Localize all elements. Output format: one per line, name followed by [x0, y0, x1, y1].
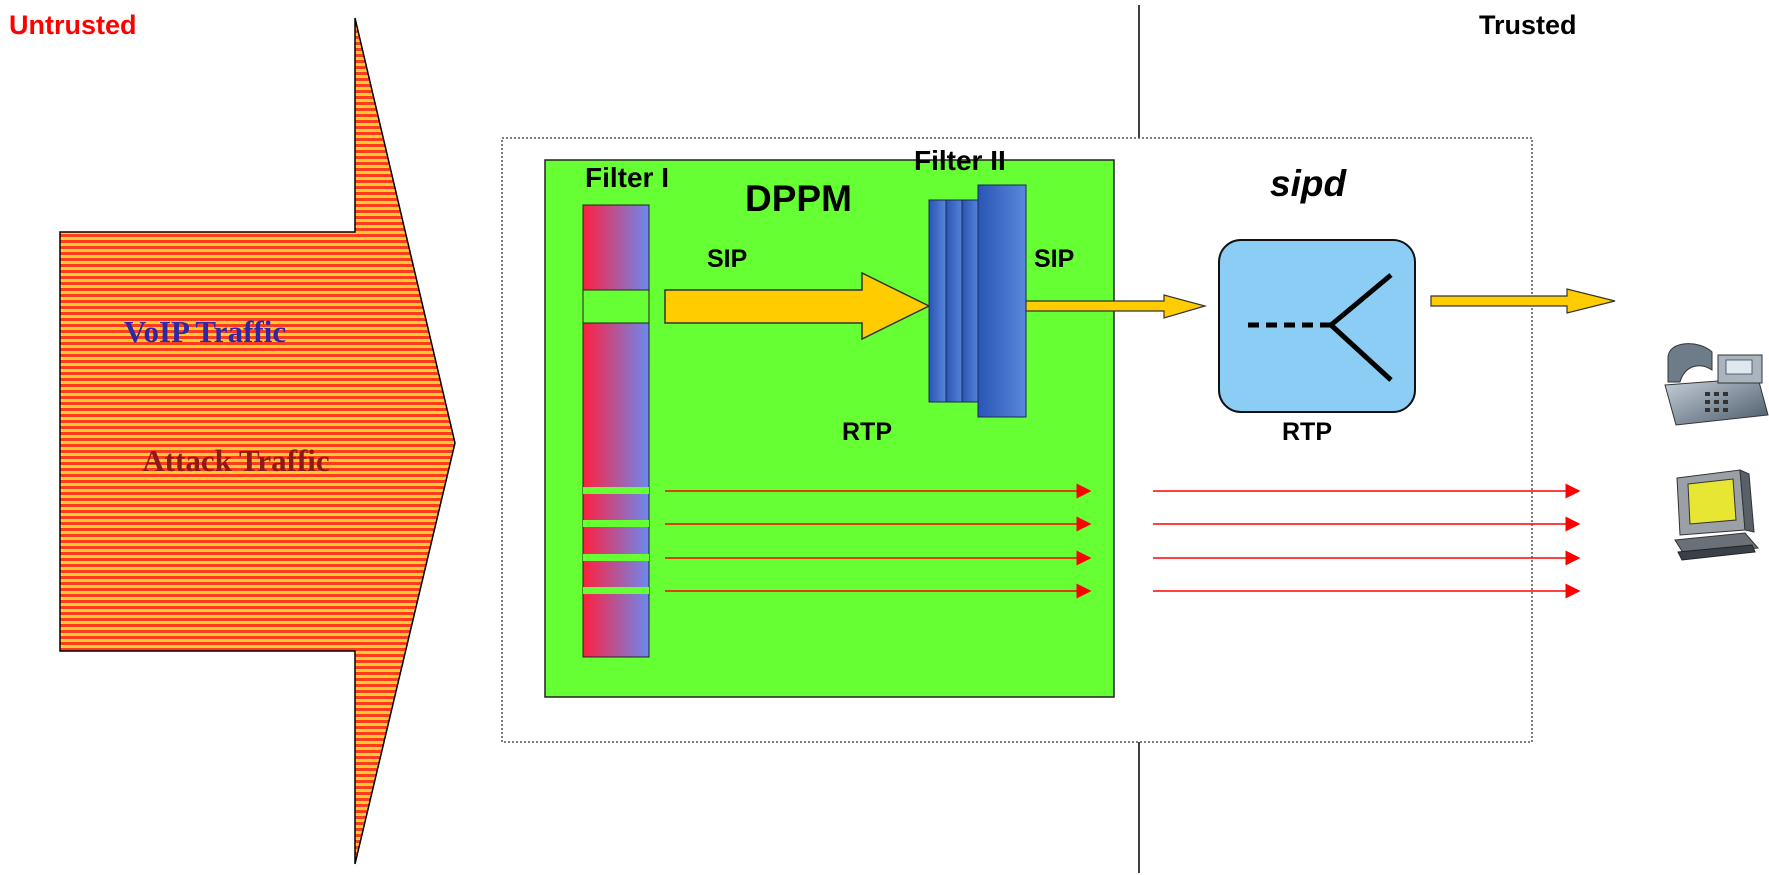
filter1-rtp-gate [583, 487, 649, 494]
computer-icon [1674, 469, 1760, 561]
dppm-title: DPPM [745, 178, 852, 219]
voip-traffic-label: VoIP Traffic [124, 314, 286, 349]
filter2-plate [961, 199, 981, 403]
attack-traffic-label: Attack Traffic [142, 443, 329, 478]
filter1-rtp-gate [583, 520, 649, 527]
sip-label-out: SIP [1034, 245, 1074, 273]
sip-arrow-in [664, 271, 931, 341]
filter1-rtp-gate [583, 554, 649, 561]
rtp-label-out: RTP [1282, 418, 1332, 446]
phone-icon [1664, 343, 1769, 426]
filter1-label: Filter I [585, 162, 669, 193]
rtp-arrows-out [1153, 483, 1581, 599]
sipd-box [1218, 239, 1416, 413]
filter2-label: Filter II [914, 145, 1006, 176]
filter2-plate [928, 199, 948, 403]
sip-arrow-out [1025, 294, 1208, 319]
sipd-title: sipd [1270, 163, 1347, 204]
filter1-sip-gate [582, 289, 650, 324]
traffic-arrow [59, 17, 456, 865]
sip-arrow-trusted [1430, 288, 1616, 314]
rtp-label-in: RTP [842, 418, 892, 446]
filter1-bar [582, 204, 650, 658]
filter2-plate [945, 199, 965, 403]
untrusted-label: Untrusted [9, 10, 137, 40]
filter1-rtp-gate [583, 587, 649, 594]
rtp-arrows-in [665, 483, 1092, 599]
sip-label-in: SIP [707, 245, 747, 273]
fanout-icon [1248, 273, 1393, 382]
filter2-plate [977, 184, 1027, 418]
trusted-label: Trusted [1479, 10, 1577, 40]
